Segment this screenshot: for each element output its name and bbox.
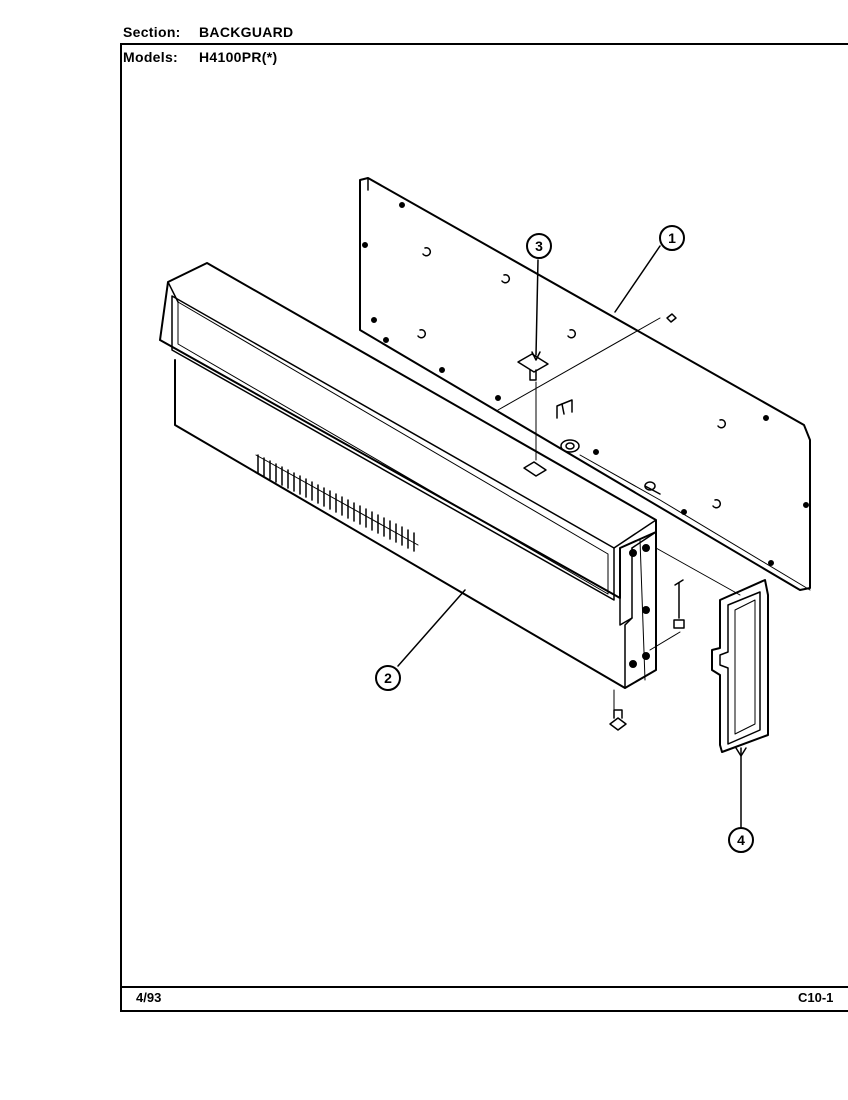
rear-panel-part <box>359 177 811 591</box>
end-cap-part <box>711 579 769 753</box>
callout-2-label: 2 <box>384 670 392 686</box>
leader-lines <box>397 245 747 829</box>
callout-3-label: 3 <box>535 238 543 254</box>
callout-1-label: 1 <box>668 230 676 246</box>
front-housing-part <box>159 262 657 689</box>
clip-part <box>517 353 549 381</box>
frame-left-rule <box>120 43 122 1012</box>
section-label: Section: <box>123 24 181 40</box>
callout-3: 3 <box>526 233 552 259</box>
callout-2: 2 <box>375 665 401 691</box>
footer-date: 4/93 <box>136 990 162 1005</box>
footer-page-code: C10-1 <box>798 990 834 1005</box>
models-label: Models: <box>123 49 178 65</box>
callout-4: 4 <box>728 827 754 853</box>
assembly-guide-lines <box>497 317 811 713</box>
frame-bottom-rule <box>120 1010 848 1012</box>
section-value: BACKGUARD <box>199 24 294 40</box>
models-value: H4100PR(*) <box>199 49 278 65</box>
models-header: Models: H4100PR(*) <box>123 49 277 65</box>
section-header: Section: BACKGUARD <box>123 24 293 40</box>
frame-top-rule <box>120 43 848 45</box>
callout-4-label: 4 <box>737 832 745 848</box>
callout-1: 1 <box>659 225 685 251</box>
hardware-screws <box>609 313 685 731</box>
frame-footer-rule <box>122 986 848 988</box>
